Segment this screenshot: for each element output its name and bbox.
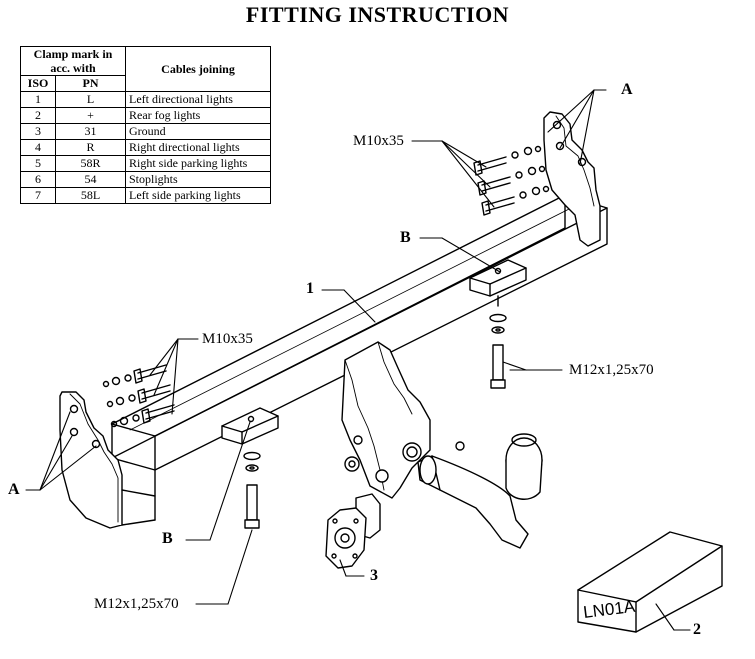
clamp-plate-top <box>469 259 527 389</box>
bolt-set-top-right <box>473 145 550 216</box>
label-b-top: B <box>400 229 411 246</box>
leader-lines <box>25 89 691 631</box>
label-b-bottom: B <box>162 530 173 547</box>
table-row: 6 54 Stoplights <box>20 171 271 188</box>
table-row: 7 58L Left side parking lights <box>20 187 271 204</box>
pn-cell: 31 <box>55 123 126 140</box>
label-bolt-m12-left: M12x1,25x70 <box>94 596 179 612</box>
clamp-plate-bottom <box>221 407 279 529</box>
label-bolt-m12-right: M12x1,25x70 <box>569 362 654 378</box>
tow-ball-arm <box>417 433 543 549</box>
cable-cell: Right side parking lights <box>125 155 271 172</box>
label-a-top: A <box>621 81 633 98</box>
pn-cell: 58L <box>55 187 126 204</box>
label-part-3: 3 <box>370 567 378 584</box>
cable-cell: Right directional lights <box>125 139 271 156</box>
electrical-kit-box <box>577 531 723 633</box>
left-mounting-bracket <box>59 391 156 529</box>
label-part-2: 2 <box>693 621 701 638</box>
clamp-mark-header: Clamp mark in acc. with <box>20 46 126 76</box>
table-header-row: Clamp mark in acc. with Cables joining <box>20 46 271 92</box>
label-bolt-left: M10x35 <box>202 331 253 347</box>
table-row: 4 R Right directional lights <box>20 139 271 156</box>
cable-cell: Left side parking lights <box>125 187 271 204</box>
label-a-left: A <box>8 481 20 498</box>
pn-header: PN <box>55 75 126 92</box>
cable-cell: Stoplights <box>125 171 271 188</box>
iso-cell: 7 <box>20 187 56 204</box>
right-mounting-bracket <box>543 111 601 247</box>
hitch-bracket <box>341 341 465 499</box>
label-bolt-top: M10x35 <box>353 133 404 149</box>
cable-cell: Ground <box>125 123 271 140</box>
label-part-1: 1 <box>306 280 314 297</box>
page-title: FITTING INSTRUCTION <box>245 2 510 27</box>
pn-cell: 54 <box>55 171 126 188</box>
table-row: 3 31 Ground <box>20 123 271 140</box>
cable-clamp-table: Clamp mark in acc. with Cables joining I… <box>20 46 271 204</box>
socket-plate <box>325 493 381 569</box>
cables-joining-header: Cables joining <box>125 46 271 92</box>
